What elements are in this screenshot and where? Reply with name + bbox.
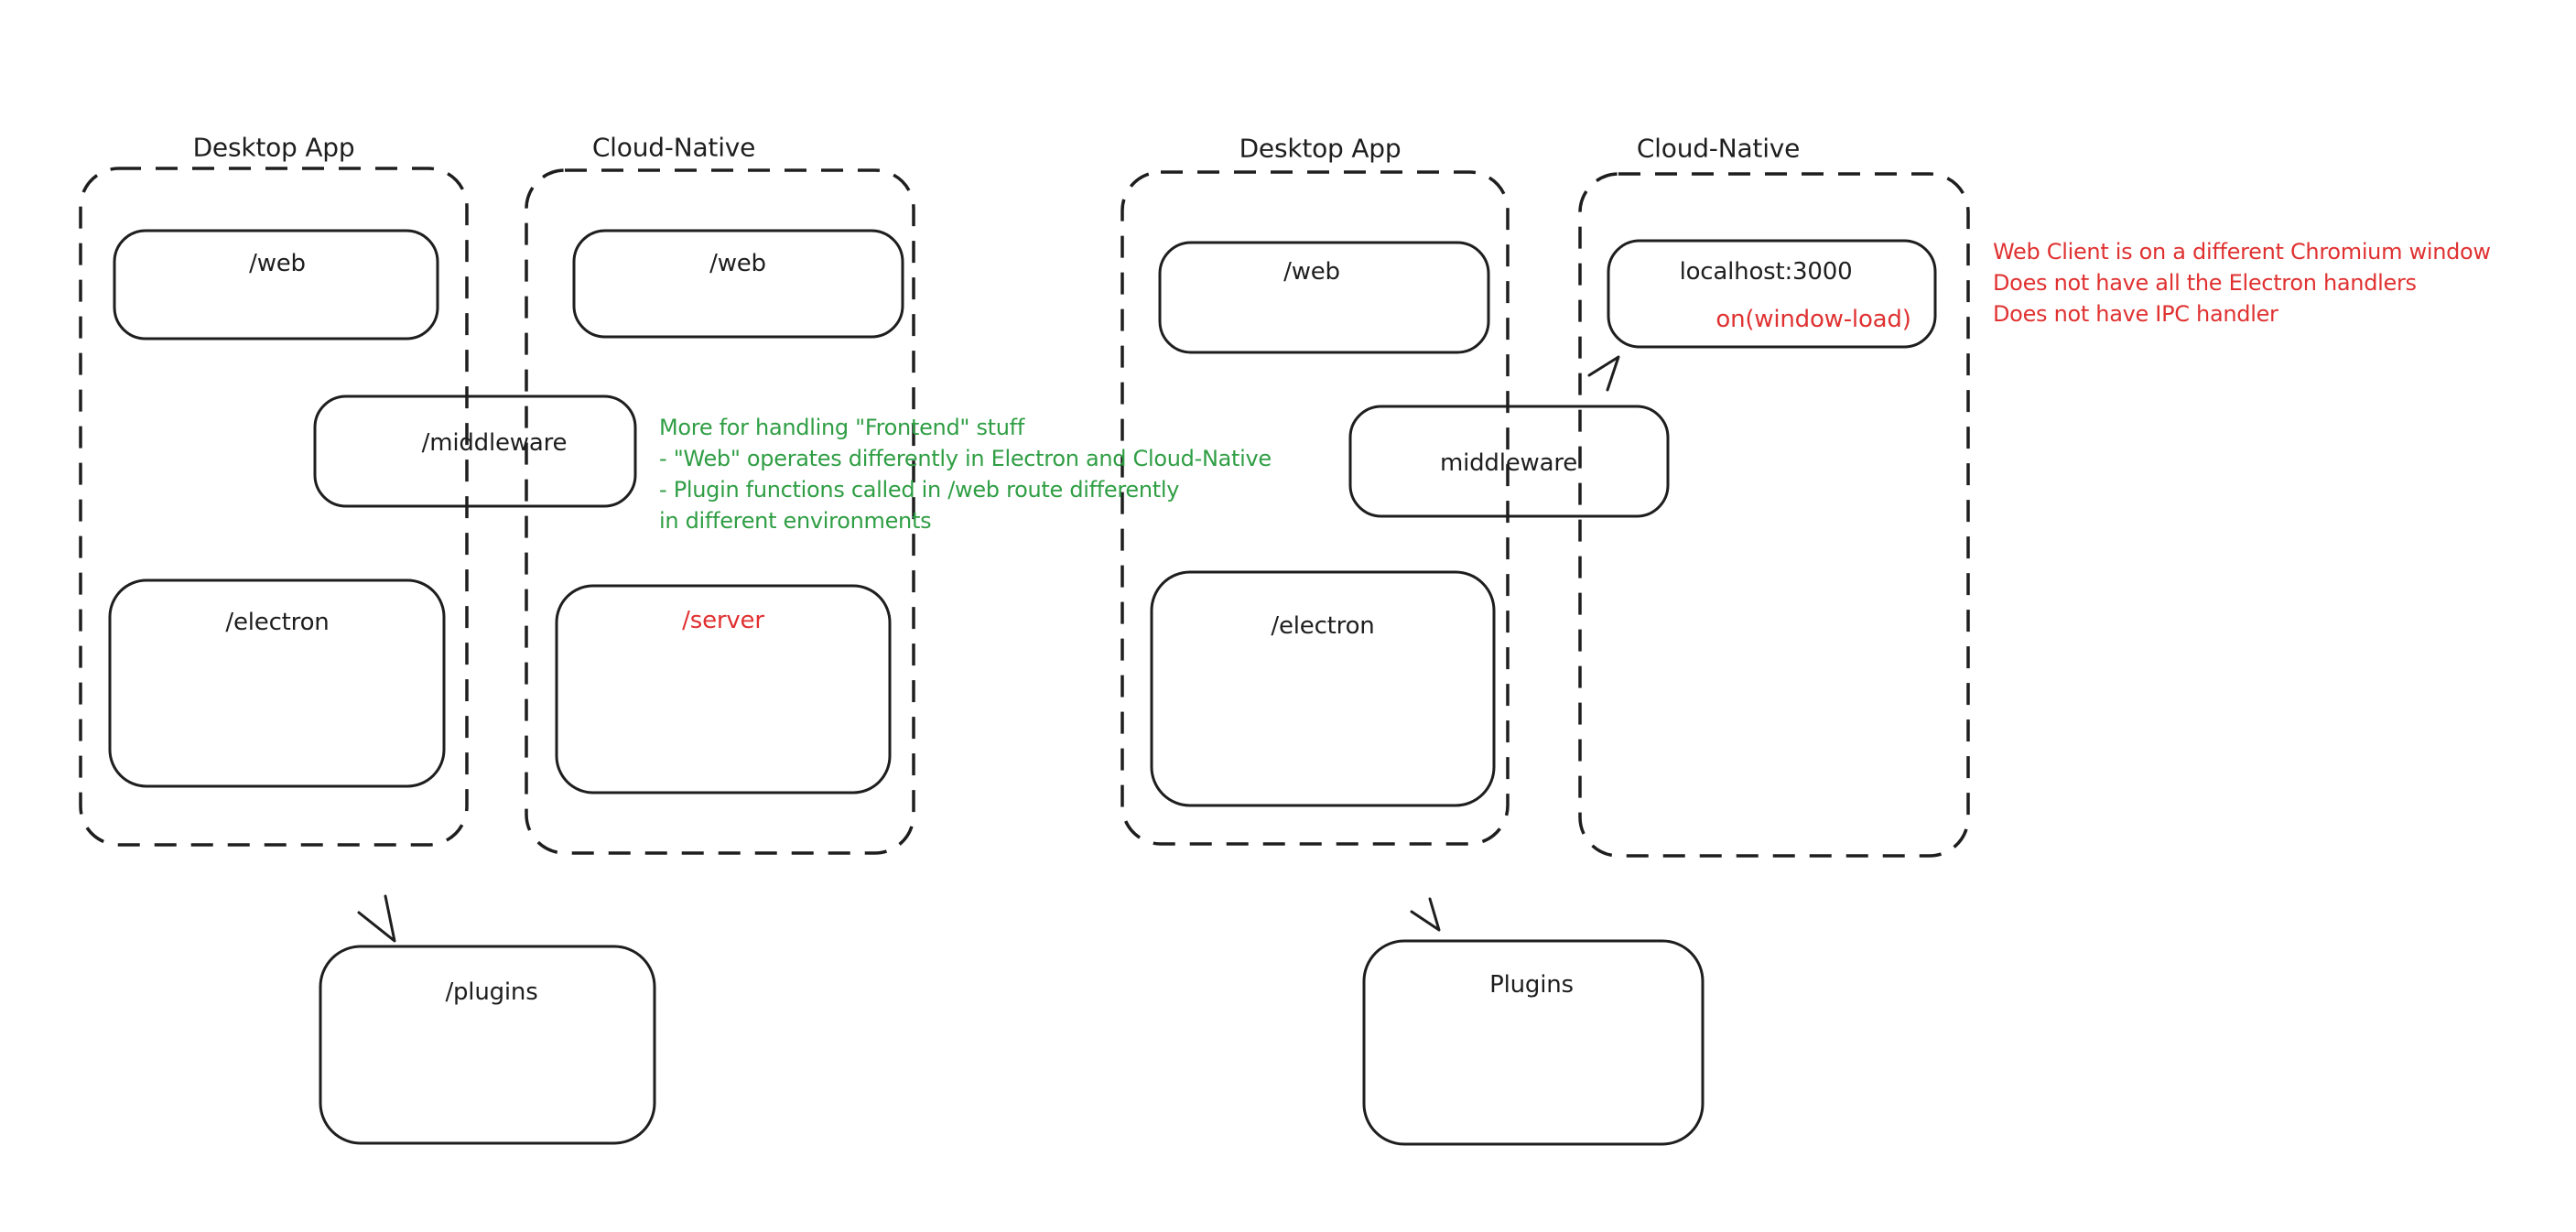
annotation-line: Does not have IPC handler xyxy=(1993,301,2278,327)
box-left-plugins xyxy=(319,945,656,1145)
label-right-web: /web xyxy=(1283,258,1340,286)
label-right-window-load: on(window-load) xyxy=(1716,306,1911,333)
annotation-line: More for handling "Frontend" stuff xyxy=(659,415,1024,440)
label-left-server: /server xyxy=(682,607,764,634)
arrow-right-electron-to-plugins xyxy=(1410,897,1441,932)
title-left-desktop-app: Desktop App xyxy=(192,132,355,163)
annotation-line: - Plugin functions called in /web route … xyxy=(659,477,1180,503)
box-right-middleware xyxy=(1348,405,1670,518)
container-left-cloud-native xyxy=(525,168,915,855)
annotation-line: in different environments xyxy=(659,508,932,534)
title-right-cloud-native: Cloud-Native xyxy=(1636,133,1801,164)
arrow-left-electron-to-plugins xyxy=(357,894,396,943)
box-right-electron xyxy=(1150,570,1496,807)
box-left-middleware xyxy=(313,394,637,508)
annotation-line: Does not have all the Electron handlers xyxy=(1993,270,2417,296)
label-right-middleware: middleware xyxy=(1439,449,1578,477)
title-left-cloud-native: Cloud-Native xyxy=(591,132,756,163)
label-left-middleware: /middleware xyxy=(421,429,568,457)
box-right-plugins xyxy=(1362,939,1705,1146)
annotation-line: Web Client is on a different Chromium wi… xyxy=(1993,239,2491,265)
arrow-right-electron-to-localhost xyxy=(1587,355,1620,392)
box-right-web xyxy=(1158,241,1490,354)
box-left-web-cloud xyxy=(572,229,904,339)
box-left-web-desktop xyxy=(113,229,439,340)
label-right-plugins: Plugins xyxy=(1489,971,1574,999)
label-left-plugins: /plugins xyxy=(445,978,538,1006)
box-right-localhost xyxy=(1607,239,1937,349)
annotation-red-note: Web Client is on a different Chromium wi… xyxy=(1993,236,2491,330)
title-right-desktop-app: Desktop App xyxy=(1239,133,1402,164)
box-left-server xyxy=(555,584,892,794)
annotation-line: - "Web" operates differently in Electron… xyxy=(659,446,1272,471)
box-left-electron xyxy=(108,578,446,788)
label-left-electron: /electron xyxy=(225,609,330,636)
label-left-web-cloud: /web xyxy=(709,250,766,277)
label-left-web-desktop: /web xyxy=(249,250,306,277)
container-right-desktop-app xyxy=(1120,170,1510,846)
label-right-localhost: localhost:3000 xyxy=(1679,258,1853,286)
label-right-electron: /electron xyxy=(1271,612,1375,640)
annotation-green-note: More for handling "Frontend" stuff - "We… xyxy=(659,412,1272,536)
container-right-cloud-native xyxy=(1578,172,1970,858)
